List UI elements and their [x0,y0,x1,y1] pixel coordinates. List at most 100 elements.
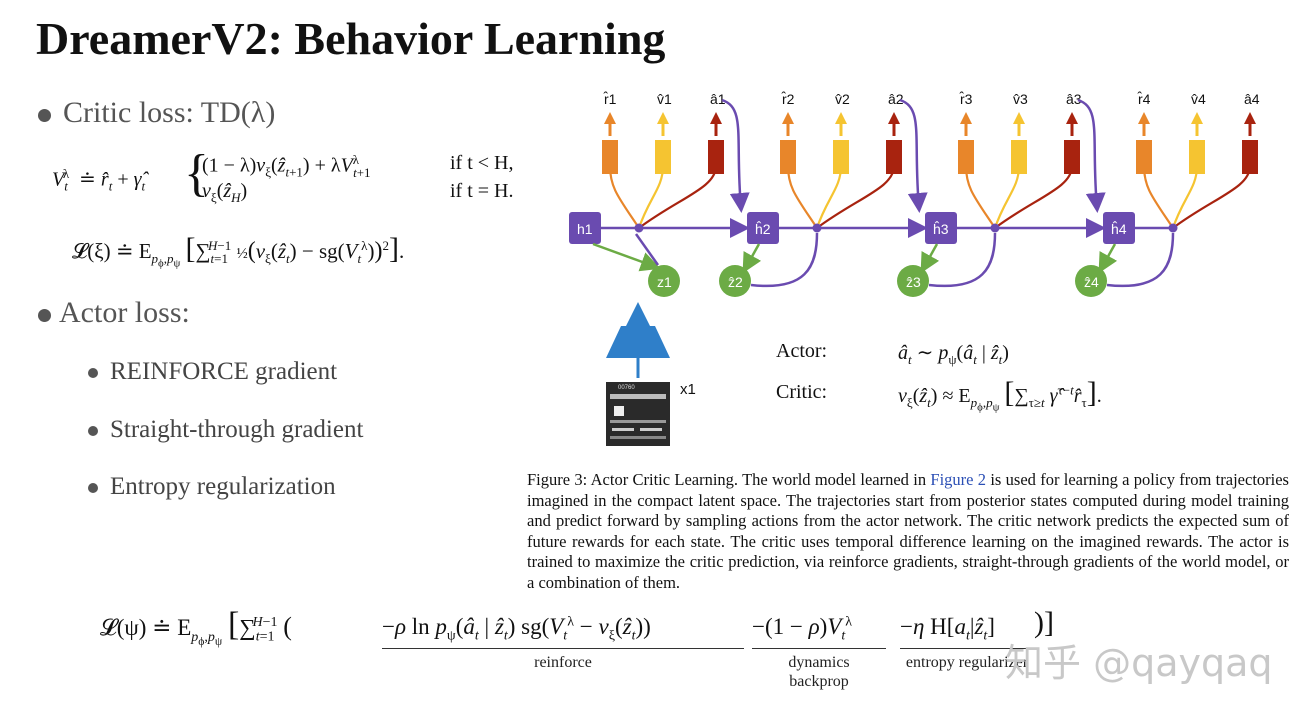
dynamics-term: −(1 − ρ)Vtλ [752,614,886,649]
action-label: â4 [1244,91,1260,107]
value-label: v̂4 [1191,91,1206,107]
reinforce-term: −ρ ln pψ(ât | ẑt) sg(Vtλ − vξ(ẑt)) [382,614,744,649]
z-to-junction [928,232,997,288]
slide-title: DreamerV2: Behavior Learning [36,13,666,64]
actor-label: Actor: [776,340,828,362]
bullet-critic-text: Critic loss: TD(λ) [63,96,276,129]
value-label: v̂2 [835,91,850,107]
value-head [655,140,671,174]
z-state-label: ẑ2 [728,274,743,290]
sub-bullet-text: REINFORCE gradient [110,358,338,385]
critic-loss-equation: 𝓛(ξ) ≐ Epϕ,pψ [∑t=1H−1 ½(vξ(ẑt) − sg(Vtλ… [72,232,405,270]
value-head [1189,140,1205,174]
caption-figure-link[interactable]: Figure 2 [930,470,987,489]
z-state-label: z1 [657,274,672,290]
action-label: â1 [710,91,726,107]
action-up-arrow-icon [710,112,722,124]
dynamics-label-1: dynamics [788,654,850,671]
value-up-arrow-icon [1013,112,1025,124]
h-state-label: ĥ2 [755,220,771,237]
reward-head [1136,140,1152,174]
action-branch [994,165,1074,229]
h-state-label: h1 [577,221,593,237]
reward-head [958,140,974,174]
cond-2: if t = H. [450,180,514,202]
reward-label: r̂4 [1137,90,1151,107]
h-to-z-arrow [1098,243,1118,274]
h-state-node [747,212,779,244]
actor-equation: ât ∼ pψ(ât | ẑt) [898,342,1009,367]
sub-bullet-straight-through: Straight-through gradient [88,416,363,444]
action-head [1064,140,1080,174]
action-branch [816,165,896,229]
observation-frame: 00760 [606,382,670,446]
h-to-z-arrow [592,242,661,272]
observation-label: x1 [680,381,696,398]
h-state-node [1103,212,1135,244]
z-state-label: ẑ4 [1084,274,1099,290]
reward-branch [786,165,818,229]
sub-bullet-text: Entropy regularization [110,473,336,500]
cond-1: if t < H, [450,152,514,174]
entropy-term: −η H[at|ẑt] [900,614,1030,649]
value-head [1011,140,1027,174]
sub-bullet-text: Straight-through gradient [110,416,364,443]
h-state-node [925,212,957,244]
value-head [833,140,849,174]
action-label: â2 [888,91,904,107]
reward-head [780,140,796,174]
watermark: 知乎 @qayqaq [1005,641,1273,685]
action-label: â3 [1066,91,1082,107]
reward-label: r̂1 [603,90,617,107]
action-head [708,140,724,174]
action-up-arrow-icon [888,112,900,124]
encoder-trapezoid [606,326,670,358]
reward-up-arrow-icon [782,112,794,124]
closing-bracket: )] [1034,606,1054,639]
reward-up-arrow-icon [604,112,616,124]
action-branch [1172,165,1252,229]
action-up-arrow-icon [1066,112,1078,124]
sub-bullet-entropy: Entropy regularization [88,473,336,501]
h-state-label: ĥ3 [933,220,949,237]
h-to-z-arrow [920,243,940,274]
value-label: v̂1 [657,91,672,107]
reward-label: r̂3 [959,90,973,107]
action-head [886,140,902,174]
reward-head [602,140,618,174]
critic-equation: vξ(ẑt) ≈ Epϕ,pψ [∑τ≥t γ̂τ−tr̂τ]. [898,376,1102,414]
value-label: v̂3 [1013,91,1028,107]
caption-body: is used for learning a policy from traje… [527,470,1289,592]
z-to-junction [1106,232,1175,288]
entropy-label: entropy regularizer [905,654,1029,671]
z-state-node [648,265,680,297]
z-to-junction [634,233,660,266]
value-up-arrow-icon [1191,112,1203,124]
sub-bullet-dot [88,426,98,437]
bullet-actor-loss: Actor loss: [38,296,190,330]
action-up-arrow-icon [1244,112,1256,124]
h-state-node [569,212,601,244]
value-up-arrow-icon [835,112,847,124]
h-state-label: ĥ4 [1111,220,1127,237]
reward-branch [608,165,640,229]
z-to-junction [750,232,819,288]
critic-label: Critic: [776,381,828,403]
action-branch [638,165,718,229]
bullet-critic-loss: Critic loss: TD(λ) [38,96,275,130]
bullet-actor-text: Actor loss: [59,296,190,329]
caption-prefix: Figure 3: Actor Critic Learning. The wor… [527,470,931,489]
bullet-dot [38,308,51,322]
sub-bullet-dot [88,483,98,494]
reward-branch [964,165,996,229]
actor-loss-equation: 𝓛(ψ) ≐ Epϕ,pψ [∑t=1H−1 ( [100,606,292,648]
sub-bullet-reinforce: REINFORCE gradient [88,358,337,386]
action-to-next-h-arrow [721,98,750,213]
dynamics-label-2: backprop [789,673,849,690]
bullet-dot [38,108,51,122]
action-head [1242,140,1258,174]
reward-branch [1142,165,1174,229]
action-to-next-h-arrow [1077,98,1106,213]
h-to-z-arrow [742,243,762,274]
action-to-next-h-arrow [899,98,928,213]
